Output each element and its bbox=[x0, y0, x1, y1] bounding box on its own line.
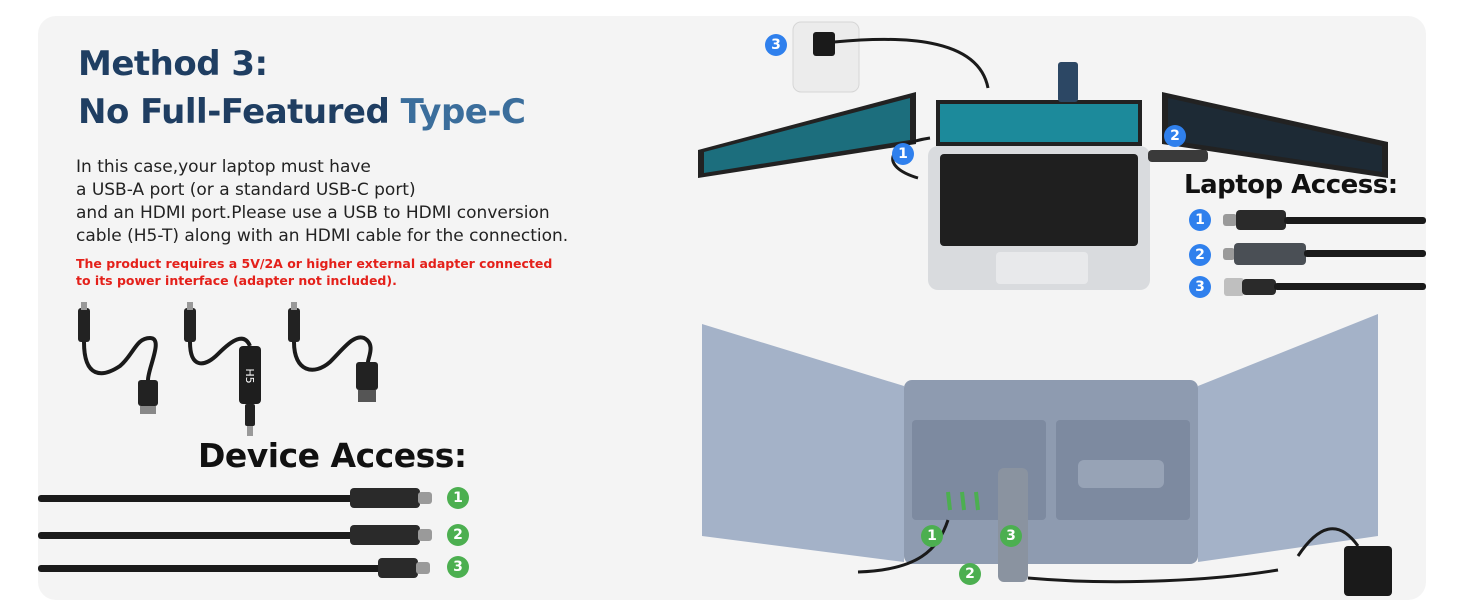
power-warning: The product requires a 5V/2A or higher e… bbox=[76, 255, 552, 289]
device-tip-1 bbox=[418, 492, 432, 504]
description-line: a USB-A port (or a standard USB-C port) bbox=[76, 180, 416, 200]
type-c-to-usb-a-cable bbox=[288, 302, 378, 402]
hdmi-adapter bbox=[1148, 150, 1208, 162]
content-panel: Method 3: No Full-Featured Type-C In thi… bbox=[38, 16, 1426, 600]
laptop-plug-2 bbox=[1234, 243, 1306, 265]
device-tip-2 bbox=[418, 529, 432, 541]
description-line: In this case,your laptop must have bbox=[76, 157, 371, 177]
device-plug-3 bbox=[378, 558, 418, 578]
left-monitor bbox=[698, 92, 916, 178]
laptop-cable-2 bbox=[1304, 250, 1426, 257]
scene-top-badge-2: 2 bbox=[1164, 125, 1186, 147]
h5-label: H5 bbox=[243, 368, 256, 383]
method-title: Method 3: bbox=[78, 44, 268, 84]
left-panel bbox=[702, 324, 904, 562]
laptop-badge-1: 1 bbox=[1189, 209, 1211, 231]
laptop-access-title: Laptop Access: bbox=[1184, 170, 1398, 200]
laptop-plug-1 bbox=[1236, 210, 1286, 230]
laptop-cable-3 bbox=[1274, 283, 1426, 290]
device-cable-3 bbox=[38, 565, 382, 572]
device-tip-3 bbox=[416, 562, 430, 574]
laptop-setup-illustration bbox=[698, 21, 1388, 290]
laptop-tip-1 bbox=[1223, 214, 1237, 226]
device-access-title: Device Access: bbox=[198, 436, 467, 475]
device-plug-2 bbox=[350, 525, 420, 545]
device-badge-2: 2 bbox=[447, 524, 469, 546]
laptop-tip-2 bbox=[1223, 248, 1235, 260]
laptop-badge-2: 2 bbox=[1189, 244, 1211, 266]
device-cable-2 bbox=[38, 532, 354, 539]
cable-illustrations: H5 bbox=[78, 302, 378, 436]
scene-top-badge-3: 3 bbox=[765, 34, 787, 56]
laptop-plug-3 bbox=[1242, 279, 1276, 295]
device-plug-1 bbox=[350, 488, 420, 508]
right-panel bbox=[1198, 314, 1378, 562]
type-c-to-hdmi-cable bbox=[78, 302, 158, 414]
center-screen bbox=[936, 62, 1142, 146]
monitor-back-illustration bbox=[702, 314, 1392, 596]
scene-bottom-badge-3: 3 bbox=[1000, 525, 1022, 547]
description-line: cable (H5-T) along with an HDMI cable fo… bbox=[76, 226, 569, 246]
scene-bottom-badge-1: 1 bbox=[921, 525, 943, 547]
wall-outlet bbox=[792, 21, 990, 93]
device-badge-1: 1 bbox=[447, 487, 469, 509]
laptop-cable-1 bbox=[1284, 217, 1426, 224]
device-badge-3: 3 bbox=[447, 556, 469, 578]
description-line: and an HDMI port.Please use a USB to HDM… bbox=[76, 203, 550, 223]
right-monitor bbox=[1162, 92, 1388, 178]
scene-top-badge-1: 1 bbox=[892, 143, 914, 165]
h5-conversion-cable: H5 bbox=[184, 302, 261, 436]
laptop-badge-3: 3 bbox=[1189, 276, 1211, 298]
method-subtitle: No Full-Featured Type-C bbox=[78, 92, 526, 132]
subtitle-accent: Type-C bbox=[400, 92, 526, 132]
power-adapter bbox=[1344, 546, 1392, 596]
subtitle-dark: No Full-Featured bbox=[78, 92, 390, 132]
scene-bottom-badge-2: 2 bbox=[959, 563, 981, 585]
laptop-tip-3 bbox=[1224, 278, 1244, 296]
warning-line: The product requires a 5V/2A or higher e… bbox=[76, 256, 553, 271]
warning-line: to its power interface (adapter not incl… bbox=[76, 273, 397, 288]
description: In this case,your laptop must have a USB… bbox=[76, 156, 568, 248]
device-cable-1 bbox=[38, 495, 354, 502]
laptop-base bbox=[928, 146, 1150, 290]
